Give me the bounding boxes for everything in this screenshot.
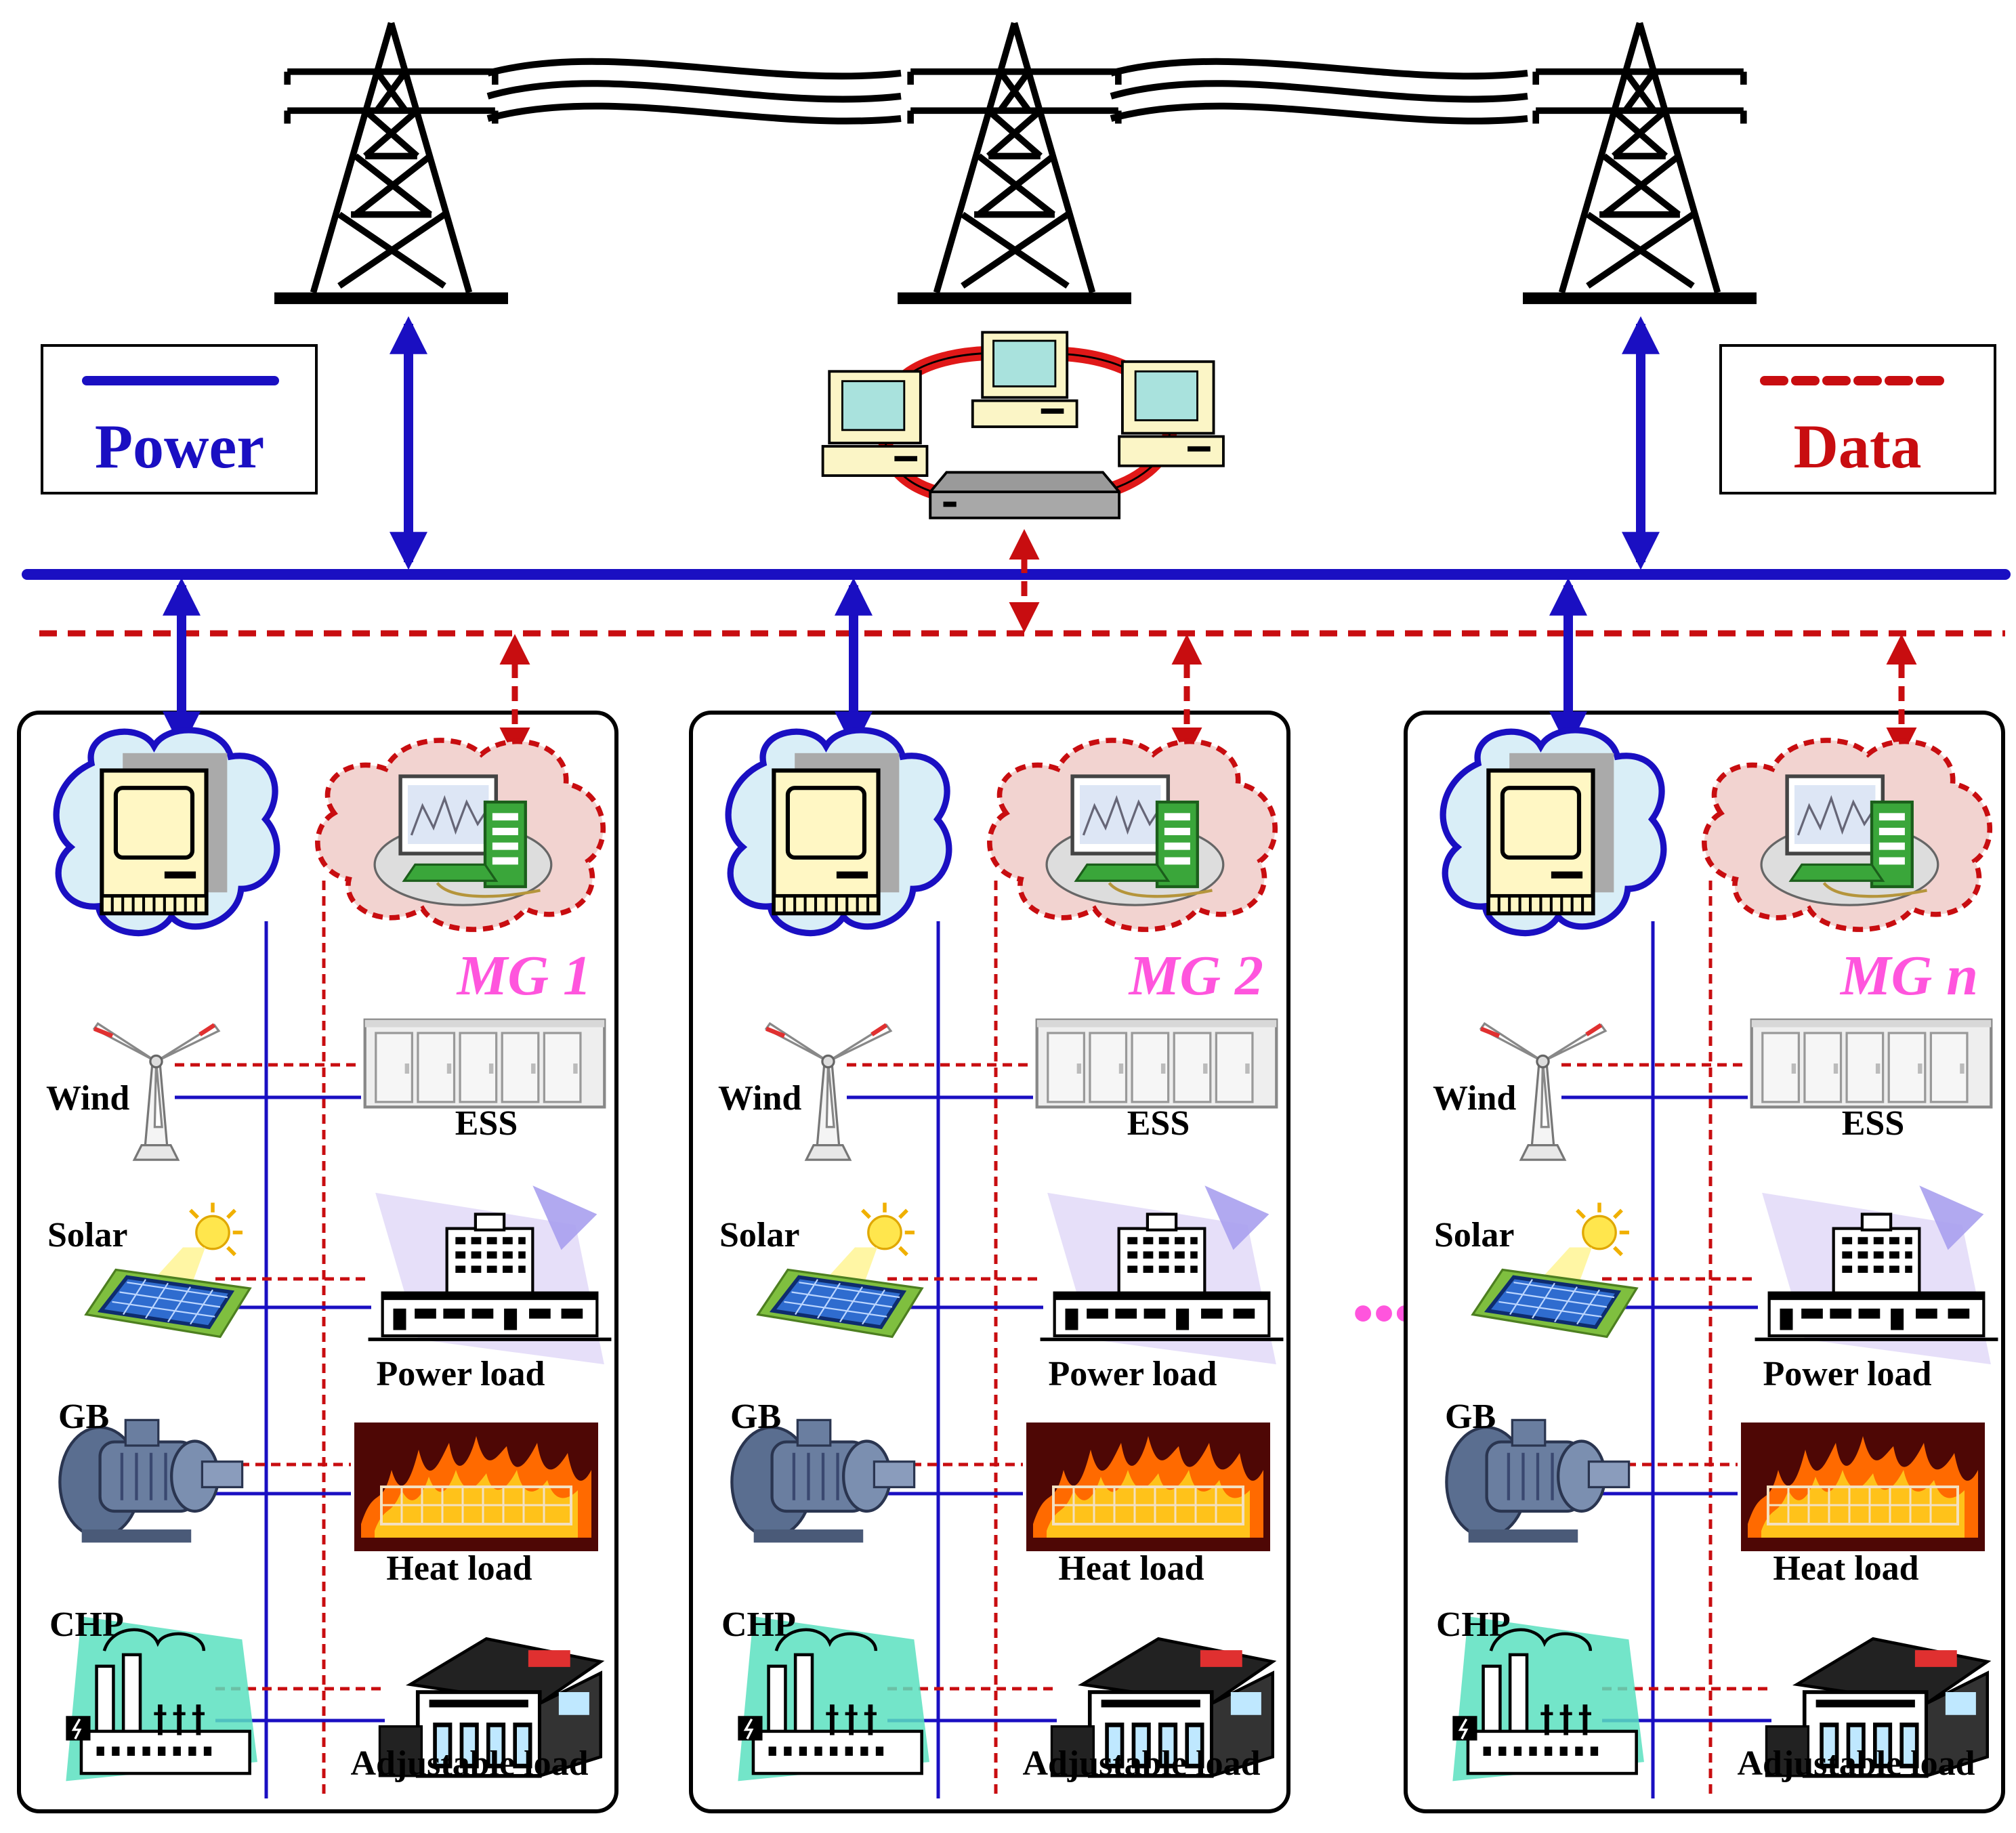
legend-data-label: Data bbox=[1793, 412, 1921, 481]
ess-label: ESS bbox=[1842, 1104, 1905, 1143]
wind-label: Wind bbox=[718, 1079, 801, 1118]
central-network-computers-icon bbox=[823, 333, 1223, 518]
heat-load-label: Heat load bbox=[386, 1549, 532, 1588]
solar-label: Solar bbox=[1434, 1216, 1514, 1255]
microgrid-title: MG 1 bbox=[456, 944, 591, 1007]
microgrid-title: MG n bbox=[1839, 944, 1978, 1007]
transmission-lines bbox=[486, 58, 1528, 125]
gb-label: GB bbox=[58, 1397, 109, 1436]
gb-label: GB bbox=[730, 1397, 781, 1436]
heat-load-fire-icon bbox=[354, 1423, 598, 1551]
adjustable-load-label: Adjustable load bbox=[1737, 1744, 1975, 1783]
transmission-tower-center-icon bbox=[898, 23, 1131, 304]
chp-label: CHP bbox=[721, 1605, 796, 1644]
legend-power-label: Power bbox=[95, 412, 264, 481]
chp-label: CHP bbox=[1436, 1605, 1511, 1644]
gb-label: GB bbox=[1445, 1397, 1496, 1436]
energy-management-computer-icon bbox=[318, 740, 603, 929]
energy-storage-container-icon bbox=[365, 1020, 605, 1108]
legend-power: Power bbox=[41, 344, 318, 494]
energy-storage-container-icon bbox=[1752, 1020, 1992, 1108]
wind-label: Wind bbox=[1433, 1079, 1516, 1118]
heat-load-fire-icon bbox=[1026, 1423, 1270, 1551]
solar-label: Solar bbox=[719, 1216, 799, 1255]
adjustable-load-label: Adjustable load bbox=[1022, 1744, 1260, 1783]
legend-data: Data bbox=[1719, 344, 1996, 494]
heat-load-fire-icon bbox=[1741, 1423, 1985, 1551]
power-load-label: Power load bbox=[1049, 1355, 1217, 1393]
heat-load-label: Heat load bbox=[1773, 1549, 1918, 1588]
energy-management-computer-icon bbox=[1704, 740, 1990, 929]
transmission-tower-left-icon bbox=[274, 23, 508, 304]
chp-label: CHP bbox=[49, 1605, 124, 1644]
transmission-tower-right-icon bbox=[1523, 23, 1757, 304]
ess-label: ESS bbox=[1127, 1104, 1190, 1143]
energy-management-computer-icon bbox=[990, 740, 1275, 929]
ess-label: ESS bbox=[455, 1104, 518, 1143]
microgrid-title: MG 2 bbox=[1128, 944, 1263, 1007]
wind-label: Wind bbox=[46, 1079, 129, 1118]
power-load-label: Power load bbox=[377, 1355, 545, 1393]
power-load-label: Power load bbox=[1763, 1355, 1932, 1393]
solar-label: Solar bbox=[47, 1216, 127, 1255]
heat-load-label: Heat load bbox=[1058, 1549, 1204, 1588]
adjustable-load-label: Adjustable load bbox=[350, 1744, 588, 1783]
energy-storage-container-icon bbox=[1037, 1020, 1277, 1108]
